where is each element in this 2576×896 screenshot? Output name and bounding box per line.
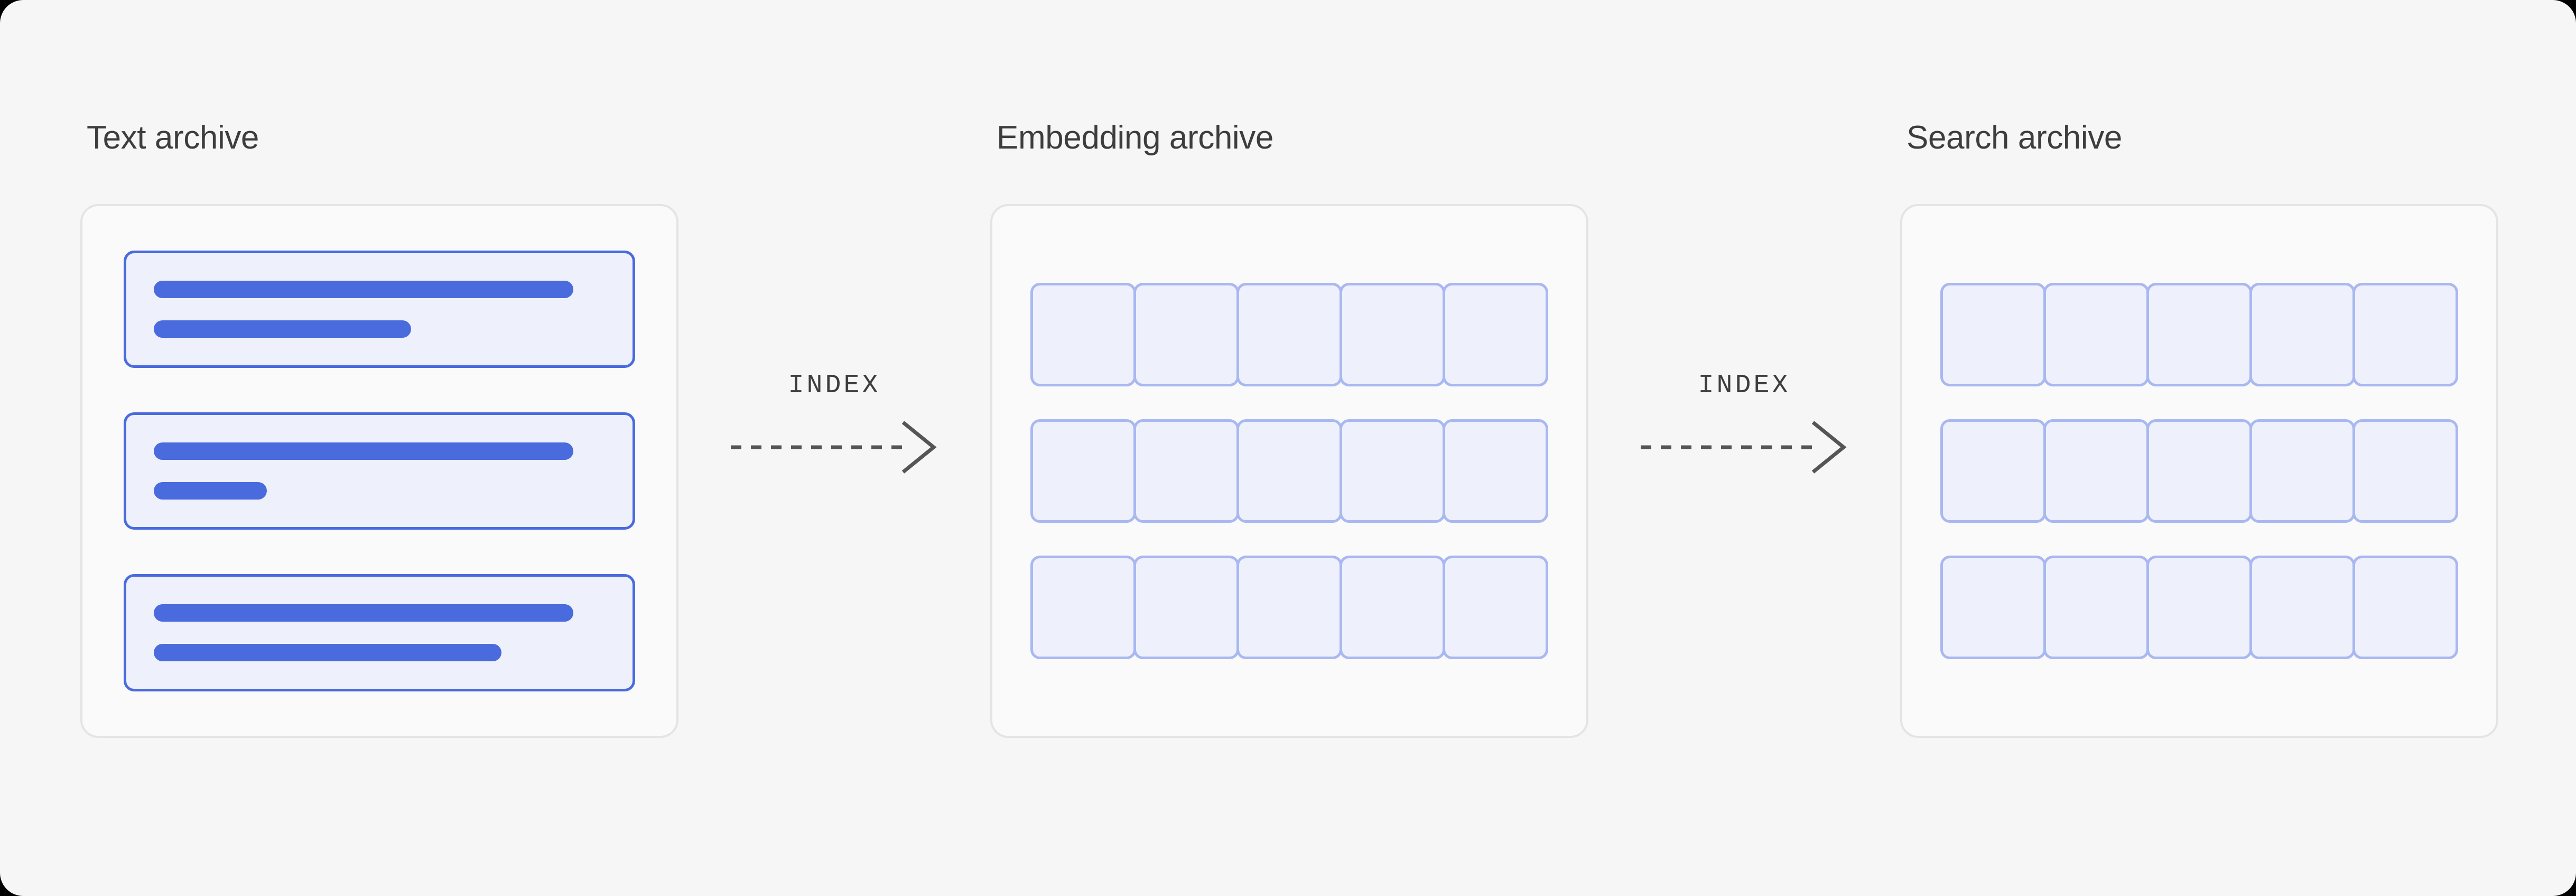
search-cell-grid bbox=[1902, 283, 2496, 659]
search-cell[interactable] bbox=[1940, 419, 2046, 523]
stage-title-text-archive: Text archive bbox=[87, 119, 259, 156]
embedding-cell[interactable] bbox=[1030, 419, 1136, 523]
connector-label-index-1: INDEX bbox=[788, 371, 881, 401]
embedding-archive-panel bbox=[990, 204, 1588, 738]
search-cell[interactable] bbox=[2043, 556, 2149, 659]
document-card[interactable] bbox=[124, 251, 635, 368]
embedding-cell[interactable] bbox=[1236, 419, 1342, 523]
document-card[interactable] bbox=[124, 574, 635, 691]
dashed-arrow-icon bbox=[1641, 421, 1847, 474]
connector-index-2: INDEX bbox=[1588, 204, 1900, 738]
search-cell[interactable] bbox=[2146, 283, 2252, 386]
embedding-cell[interactable] bbox=[1236, 556, 1342, 659]
connector-index-1: INDEX bbox=[678, 204, 990, 738]
embedding-cell[interactable] bbox=[1443, 556, 1548, 659]
embedding-cell[interactable] bbox=[1236, 283, 1342, 386]
document-line bbox=[154, 604, 574, 622]
search-cell-row bbox=[1940, 419, 2458, 523]
search-cell[interactable] bbox=[2249, 556, 2355, 659]
embedding-cell-row bbox=[1030, 419, 1548, 523]
embedding-cell[interactable] bbox=[1443, 419, 1548, 523]
embedding-cell[interactable] bbox=[1030, 283, 1136, 386]
stage-embedding-archive: Embedding archive bbox=[990, 122, 1588, 738]
search-cell[interactable] bbox=[2249, 283, 2355, 386]
embedding-cell[interactable] bbox=[1443, 283, 1548, 386]
search-cell-row bbox=[1940, 283, 2458, 386]
search-cell[interactable] bbox=[2043, 283, 2149, 386]
pipeline-flow: Text archive bbox=[80, 122, 2498, 768]
search-cell[interactable] bbox=[2043, 419, 2149, 523]
document-card[interactable] bbox=[124, 412, 635, 530]
embedding-cell[interactable] bbox=[1340, 283, 1445, 386]
search-cell-row bbox=[1940, 556, 2458, 659]
document-line bbox=[154, 442, 574, 460]
search-cell[interactable] bbox=[2352, 283, 2458, 386]
search-cell[interactable] bbox=[2249, 419, 2355, 523]
connector-label-index-2: INDEX bbox=[1698, 371, 1791, 401]
embedding-cell-row bbox=[1030, 283, 1548, 386]
embedding-cell-grid bbox=[992, 283, 1586, 659]
stage-title-search-archive: Search archive bbox=[1907, 119, 2122, 156]
search-cell[interactable] bbox=[2352, 419, 2458, 523]
embedding-cell[interactable] bbox=[1340, 419, 1445, 523]
search-cell[interactable] bbox=[2352, 556, 2458, 659]
stage-search-archive: Search archive bbox=[1900, 122, 2498, 738]
stage-title-embedding-archive: Embedding archive bbox=[997, 119, 1273, 156]
dashed-arrow-icon bbox=[731, 421, 937, 474]
search-cell[interactable] bbox=[1940, 283, 2046, 386]
embedding-cell-row bbox=[1030, 556, 1548, 659]
document-line bbox=[154, 320, 411, 338]
search-cell[interactable] bbox=[2146, 556, 2252, 659]
embedding-cell[interactable] bbox=[1340, 556, 1445, 659]
embedding-cell[interactable] bbox=[1133, 419, 1239, 523]
stage-text-archive: Text archive bbox=[80, 122, 678, 738]
embedding-cell[interactable] bbox=[1030, 556, 1136, 659]
search-cell[interactable] bbox=[2146, 419, 2252, 523]
document-list bbox=[82, 251, 676, 691]
text-archive-panel bbox=[80, 204, 678, 738]
search-archive-panel bbox=[1900, 204, 2498, 738]
document-line bbox=[154, 281, 574, 298]
embedding-cell[interactable] bbox=[1133, 283, 1239, 386]
document-line bbox=[154, 482, 267, 500]
embedding-cell[interactable] bbox=[1133, 556, 1239, 659]
document-line bbox=[154, 644, 501, 661]
search-cell[interactable] bbox=[1940, 556, 2046, 659]
